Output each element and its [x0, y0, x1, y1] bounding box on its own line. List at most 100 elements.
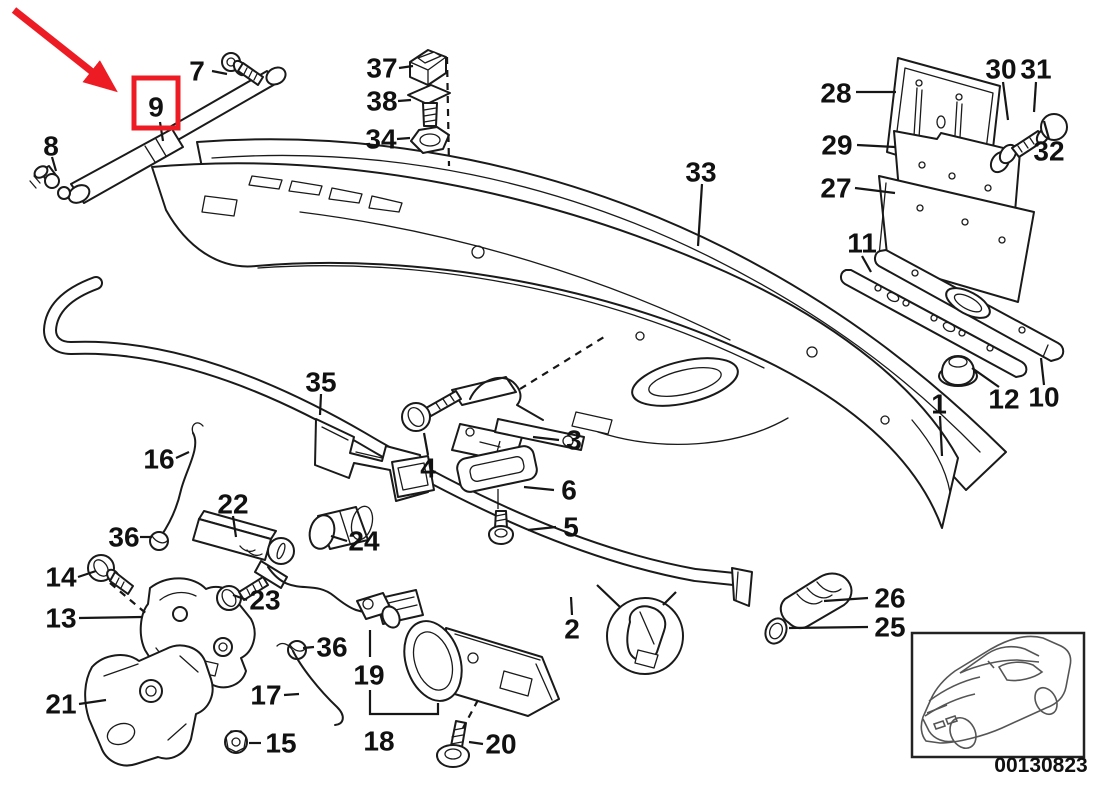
leader-line: [232, 593, 248, 602]
image-number: 00130823: [994, 754, 1087, 777]
callout-1: 1: [931, 389, 947, 420]
grommet-25: [764, 617, 788, 645]
callout-30: 30: [985, 54, 1016, 85]
leader-line: [662, 591, 677, 606]
leader-line: [175, 451, 190, 459]
bolt-7: [221, 52, 264, 86]
callout-9: 9: [148, 92, 164, 123]
leader-line: [462, 699, 479, 729]
callout-35: 35: [305, 367, 336, 398]
screw-14: [87, 554, 134, 595]
callout-11: 11: [847, 228, 877, 259]
trunk-lid-inner-panel: [151, 162, 959, 529]
leader-line: [519, 336, 605, 390]
leader-lines: [50, 56, 1051, 746]
callout-21: 21: [45, 689, 76, 720]
exploded-parts-drawing: [29, 49, 1086, 768]
nut-15: [224, 730, 248, 754]
leader-line: [468, 740, 484, 746]
rod-17: [276, 642, 344, 726]
leader-line: [496, 440, 501, 453]
leader-line: [569, 596, 574, 616]
leader-line: [1001, 81, 1010, 121]
nut-34: [410, 126, 450, 154]
callout-18: 18: [363, 726, 394, 757]
leader-line: [211, 69, 228, 76]
callout-14: 14: [45, 562, 77, 593]
leader-line: [330, 534, 348, 543]
lock-cylinder-22: [192, 510, 295, 589]
car-thumbnail: [910, 631, 1086, 759]
lock-housing-18: [403, 620, 560, 717]
ball-stud-8: [29, 165, 60, 189]
leader-line: [422, 432, 430, 456]
callout-8: 8: [43, 131, 59, 162]
callout-2: 2: [564, 614, 580, 645]
leader-line: [971, 367, 1000, 388]
leader-line: [1042, 120, 1051, 140]
cage-nut-37: [409, 49, 447, 86]
leader-line: [283, 692, 300, 697]
clip-19: [356, 592, 401, 629]
trunk-seal: [42, 276, 753, 607]
callout-31: 31: [1020, 54, 1051, 85]
callout-17: 17: [250, 680, 281, 711]
callout-33: 33: [685, 157, 716, 188]
callout-24: 24: [348, 526, 380, 557]
leader-line: [109, 582, 149, 616]
nut-12: [938, 355, 978, 387]
callout-36: 36: [108, 522, 139, 553]
leader-line: [1032, 81, 1038, 113]
catch-bracket-21: [84, 644, 214, 767]
highlight-arrow: [11, 7, 118, 93]
callout-20: 20: [485, 729, 516, 760]
leader-line: [788, 625, 869, 630]
leader-line: [861, 255, 872, 273]
callout-15: 15: [265, 728, 296, 759]
leader-line: [397, 98, 412, 103]
leader-line: [938, 415, 944, 457]
callout-23: 23: [249, 585, 280, 616]
car-thumbnail-frame: [910, 631, 1086, 759]
callout-12: 12: [988, 384, 1019, 415]
callout-7: 7: [189, 56, 205, 87]
callout-5: 5: [563, 512, 579, 543]
cable-channel-35: [314, 418, 435, 502]
callout-26: 26: [874, 583, 905, 614]
seal-detail-circle: [606, 597, 684, 675]
car-sketch: [920, 635, 1072, 750]
gas-strut: [57, 66, 287, 204]
callout-22: 22: [217, 489, 248, 520]
leader-line: [445, 56, 451, 167]
leader-line: [50, 156, 58, 172]
callout-6: 6: [561, 475, 577, 506]
grip-strip-11: [840, 269, 1028, 378]
leader-line: [1039, 357, 1046, 386]
leader-line: [596, 584, 621, 608]
callout-3: 3: [566, 425, 582, 456]
callout-38: 38: [366, 86, 397, 117]
callout-27: 27: [820, 173, 851, 204]
callout-29: 29: [821, 130, 852, 161]
trim-strip-10: [874, 249, 1065, 362]
bolt-38: [407, 84, 451, 127]
ball-pin-30-31-32: [989, 113, 1068, 174]
leader-line: [527, 525, 557, 532]
callout-32: 32: [1033, 136, 1064, 167]
leader-line: [77, 569, 97, 579]
screw-20: [436, 720, 470, 768]
leader-line: [368, 690, 440, 716]
leader-line: [318, 393, 323, 416]
callout-4: 4: [420, 453, 436, 484]
callout-10: 10: [1028, 382, 1059, 413]
leader-line: [696, 183, 704, 247]
leader-line: [398, 64, 414, 70]
callout-19: 19: [353, 660, 384, 691]
leader-line: [158, 121, 165, 142]
boot-24: [308, 505, 374, 550]
leader-line: [523, 485, 555, 492]
leader-line: [532, 435, 560, 442]
